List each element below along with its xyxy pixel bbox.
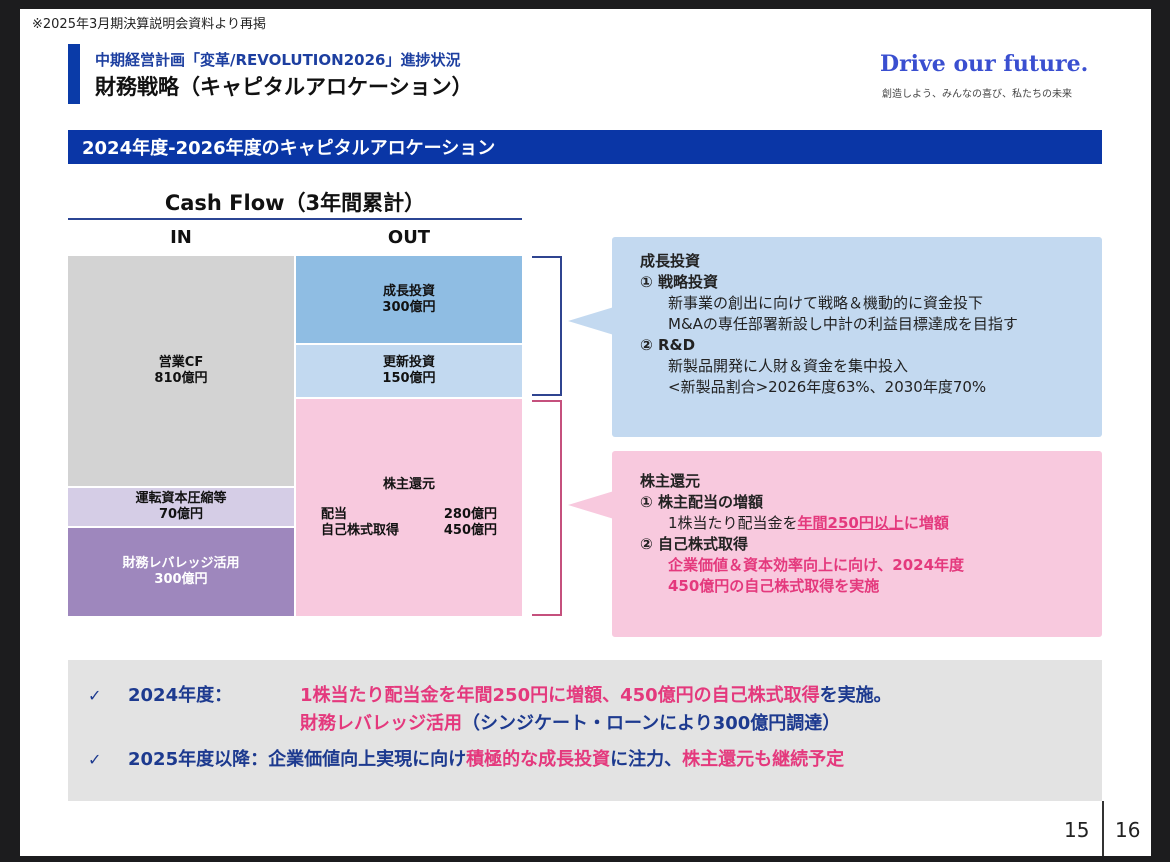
slide: ※2025年3月期決算説明会資料より再掲 中期経営計画「変革/REVOLUTIO…: [20, 9, 1151, 856]
page-number-current: 15: [1064, 818, 1090, 842]
block-value: 70億円: [158, 507, 204, 522]
out-column-header: OUT: [387, 227, 431, 248]
brand-logo: Drive our future.: [880, 51, 1089, 77]
callout-heading: 株主還元: [640, 472, 701, 490]
block-label: 更新投資: [382, 355, 435, 370]
block-value: 300億円: [154, 572, 208, 587]
in-financial-leverage-block: 財務レバレッジ活用 300億円: [68, 528, 294, 616]
block-label: 株主還元: [382, 476, 435, 492]
check-icon: ✓: [88, 686, 102, 705]
out-renewal-investment-block: 更新投資 150億円: [296, 345, 522, 397]
block-value: 300億円: [382, 299, 436, 315]
summary-label: 2024年度：: [128, 685, 233, 706]
page-divider: [1102, 801, 1104, 856]
block-label: 営業CF: [158, 355, 204, 370]
check-icon: ✓: [88, 750, 102, 769]
callout-line: 450億円の自己株式取得を実施: [668, 577, 880, 595]
callout-item-title: ② R&D: [640, 336, 696, 354]
dividend-row: 配当 280億円: [321, 507, 497, 523]
page-subtitle: 中期経営計画「変革/REVOLUTION2026」進捗状況: [95, 51, 461, 69]
summary-text: （シンジケート・ローンにより300億円調達）: [462, 713, 841, 734]
shareholder-return-callout: 株主還元 ① 株主配当の増額 1株当たり配当金を年間250円以上に増額 ② 自己…: [612, 451, 1102, 637]
callout-pointer-blue: [568, 307, 614, 335]
callout-line: M&Aの専任部署新設し中計の利益目標達成を目指す: [668, 315, 1018, 333]
callout-line: 1株当たり配当金を年間250円以上に増額: [668, 514, 949, 532]
callout-heading: 成長投資: [640, 252, 701, 270]
callout-item-title: ② 自己株式取得: [640, 535, 748, 553]
block-value: 150億円: [382, 371, 436, 386]
buyback-row: 自己株式取得 450億円: [321, 523, 497, 539]
in-column-header: IN: [170, 227, 192, 248]
investment-bracket: [532, 256, 562, 396]
source-note: ※2025年3月期決算説明会資料より再掲: [32, 17, 266, 32]
return-bracket: [532, 400, 562, 616]
callout-line: 企業価値＆資本効率向上に向け、2024年度: [668, 556, 964, 574]
cashflow-divider: [68, 218, 522, 220]
cashflow-title: Cash Flow（3年間累計）: [164, 191, 426, 215]
callout-line: 新事業の創出に向けて戦略＆機動的に資金投下: [668, 294, 984, 312]
out-growth-investment-block: 成長投資 300億円: [296, 256, 522, 343]
block-label: 財務レバレッジ活用: [122, 556, 240, 571]
row-label: 配当: [321, 506, 348, 522]
page-title: 財務戦略（キャピタルアロケーション）: [95, 75, 473, 99]
summary-row-2024-cont: 財務レバレッジ活用（シンジケート・ローンにより300億円調達）: [300, 710, 1082, 738]
shareholder-return-breakdown: 配当 280億円 自己株式取得 450億円: [321, 507, 497, 539]
page-number-next[interactable]: 16: [1115, 818, 1141, 842]
callout-pointer-pink: [568, 491, 614, 519]
callout-line: 新製品開発に人財＆資金を集中投入: [668, 357, 909, 375]
summary-row-2024: ✓ 2024年度： 1株当たり配当金を年間250円に増額、450億円の自己株式取…: [88, 682, 1082, 710]
out-shareholder-return-block: 株主還元 配当 280億円 自己株式取得 450億円: [296, 399, 522, 616]
row-value: 280億円: [443, 506, 497, 522]
block-label: 運転資本圧縮等: [135, 491, 227, 506]
summary-row-2025: ✓ 2025年度以降： 企業価値向上実現に向け積極的な成長投資に注力、株主還元も…: [88, 746, 1082, 774]
summary-box: ✓ 2024年度： 1株当たり配当金を年間250円に増額、450億円の自己株式取…: [68, 660, 1102, 801]
row-label: 自己株式取得: [321, 522, 400, 538]
row-value: 450億円: [443, 522, 497, 538]
callout-item-title: ① 戦略投資: [640, 273, 718, 291]
summary-text: 企業価値向上実現に向け積極的な成長投資に注力、株主還元も継続予定: [268, 749, 845, 770]
block-label: 成長投資: [382, 283, 435, 299]
title-accent-bar: [68, 44, 80, 104]
in-operating-cf-block: 営業CF 810億円: [68, 256, 294, 486]
brand-tagline: 創造しよう、みんなの喜び、私たちの未来: [882, 89, 1072, 100]
summary-text: 1株当たり配当金を年間250円に増額、450億円の自己株式取得を実施。: [300, 685, 892, 706]
in-working-capital-block: 運転資本圧縮等 70億円: [68, 488, 294, 526]
summary-label: 2025年度以降：: [128, 749, 269, 770]
block-value: 810億円: [154, 371, 208, 386]
summary-text: 財務レバレッジ活用: [300, 713, 462, 734]
section-title: 2024年度-2026年度のキャピタルアロケーション: [68, 130, 1102, 164]
growth-investment-callout: 成長投資 ① 戦略投資 新事業の創出に向けて戦略＆機動的に資金投下 M&Aの専任…: [612, 237, 1102, 437]
callout-item-title: ① 株主配当の増額: [640, 493, 763, 511]
callout-line: <新製品割合>2026年度63%、2030年度70%: [668, 378, 987, 396]
